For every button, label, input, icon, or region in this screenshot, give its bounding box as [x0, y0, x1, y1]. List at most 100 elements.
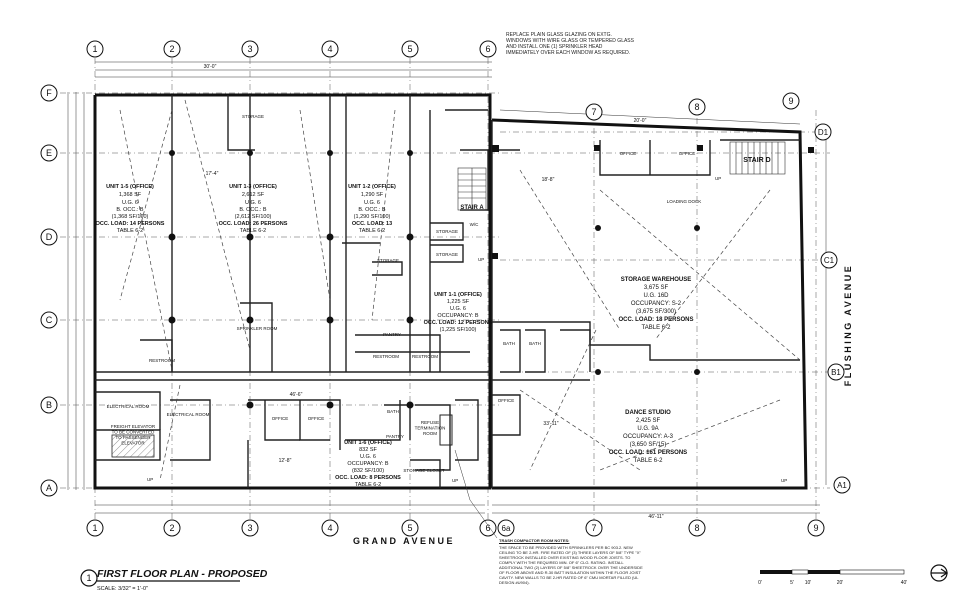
dim-label-1: 17'-4"	[206, 171, 219, 177]
grid-label-col-7-top: 7	[591, 107, 596, 117]
svg-text:U.G. 6: U.G. 6	[360, 454, 376, 460]
scale-tick-5: 5'	[790, 580, 794, 586]
room-stair-a: STAIR A	[460, 205, 484, 211]
svg-text:OCCUPANCY: B: OCCUPANCY: B	[437, 313, 478, 319]
dim-label-5: 46'-6"	[290, 392, 303, 398]
room-sprinkler: SPRINKLER ROOM	[237, 326, 278, 331]
svg-text:OCC. LOAD: 18 PERSONS: OCC. LOAD: 18 PERSONS	[618, 317, 693, 323]
path-of-travel-lines	[119, 99, 801, 481]
dim-label-7: 18'-8"	[542, 177, 555, 183]
svg-text:(832 SF/100): (832 SF/100)	[352, 468, 384, 474]
svg-text:U.G. 16D: U.G. 16D	[643, 293, 669, 299]
plan-number: 1	[86, 573, 91, 583]
svg-text:UNIT 1-2 (OFFICE): UNIT 1-2 (OFFICE)	[348, 184, 396, 190]
svg-text:(1,290 SF/100): (1,290 SF/100)	[354, 214, 391, 220]
dim-label-2: 30'-0"	[204, 64, 217, 70]
room-bath-2: BATH	[503, 341, 515, 346]
exterior-walls	[93, 93, 808, 490]
svg-text:OCCUPANCY: A-3: OCCUPANCY: A-3	[623, 434, 674, 440]
svg-text:1,368 SF: 1,368 SF	[119, 192, 142, 198]
svg-text:OCC. LOAD: 8 PERSONS: OCC. LOAD: 8 PERSONS	[335, 475, 401, 481]
freight-elevator-hatch	[111, 434, 155, 458]
room-pantry-2: PANTRY	[386, 434, 404, 439]
structural-columns	[168, 145, 814, 409]
room-office-1: OFFICE	[272, 416, 289, 421]
svg-text:U.G. 6: U.G. 6	[122, 200, 138, 206]
stair-up-label-3: UP	[781, 478, 787, 483]
north-arrow-icon	[930, 564, 949, 582]
grid-label-col-6: 6	[485, 44, 490, 54]
svg-text:(3,650 SF/15): (3,650 SF/15)	[630, 442, 667, 448]
unit-label-1-3: UNIT 1-3 (OFFICE) 2,612 SF U.G. 6 B. OCC…	[219, 184, 288, 234]
stair-up-label-1: UP	[147, 477, 153, 482]
svg-text:U.G. 6: U.G. 6	[364, 200, 380, 206]
grid-label-col-3-bottom: 3	[247, 523, 252, 533]
room-bath-3: BATH	[529, 341, 541, 346]
room-stair-d: STAIR D	[743, 157, 770, 164]
dimension-lines	[67, 61, 827, 514]
svg-text:832 SF: 832 SF	[359, 447, 377, 453]
grid-label-col-4-bottom: 4	[327, 523, 332, 533]
grid-label-row-C1: C1	[824, 256, 835, 265]
trash-note-leader	[454, 449, 498, 539]
scale-tick-40: 40'	[901, 580, 908, 586]
svg-text:2,425 SF: 2,425 SF	[636, 418, 661, 424]
refuse-chute	[439, 414, 453, 446]
grid-label-col-4: 4	[327, 44, 332, 54]
svg-text:UNIT 1-5 (OFFICE): UNIT 1-5 (OFFICE)	[106, 184, 154, 190]
svg-text:OCC. LOAD: 13: OCC. LOAD: 13	[352, 221, 392, 227]
room-wic: W/C	[470, 222, 479, 227]
grid-label-col-9-bottom: 9	[813, 523, 818, 533]
street-flushing-avenue: FLUSHING AVENUE	[843, 264, 853, 387]
dim-label-3: 12'-8"	[279, 458, 292, 464]
svg-text:B. OCC.: B: B. OCC.: B	[116, 207, 144, 213]
grid-label-row-E: E	[46, 148, 52, 158]
grid-label-col-1: 1	[92, 44, 97, 54]
svg-text:OCC. LOAD: 161 PERSONS: OCC. LOAD: 161 PERSONS	[609, 450, 687, 456]
trash-compactor-notes: TRASH COMPACTOR ROOM NOTES: THE SPACE TO…	[499, 538, 647, 585]
grid-label-col-8-top: 8	[694, 102, 699, 112]
svg-text:OCCUPANCY: B: OCCUPANCY: B	[347, 461, 388, 467]
room-electrical-1: ELECTRICAL ROOM	[107, 404, 150, 409]
grid-label-row-C: C	[46, 315, 53, 325]
street-grand-avenue: GRAND AVENUE	[353, 536, 455, 546]
grid-label-row-A1: A1	[837, 481, 847, 490]
svg-text:TABLE 6-2: TABLE 6-2	[240, 228, 267, 234]
room-loading-dock: LOADING DOCK	[667, 199, 702, 204]
svg-text:UNIT 1-1 (OFFICE): UNIT 1-1 (OFFICE)	[434, 292, 482, 298]
grid-label-col-6-bottom: 6	[485, 523, 490, 533]
grid-label-col-8-bottom: 8	[694, 523, 699, 533]
svg-text:TABLE 6-2: TABLE 6-2	[359, 228, 386, 234]
svg-text:U.G. 6: U.G. 6	[450, 306, 466, 312]
svg-text:OCC. LOAD: 12 PERSONS: OCC. LOAD: 12 PERSONS	[424, 320, 493, 326]
grid-label-col-2: 2	[169, 44, 174, 54]
unit-label-1-6: UNIT 1-6 (OFFICE) 832 SF U.G. 6 OCCUPANC…	[335, 440, 401, 488]
grid-label-row-D: D	[46, 232, 53, 242]
grid-label-row-B: B	[46, 400, 52, 410]
stair-up-label-2: UP	[452, 478, 458, 483]
svg-text:(3,675 SF/300): (3,675 SF/300)	[636, 309, 676, 315]
room-restroom-2: RESTROOM	[373, 354, 399, 359]
plan-scale: SCALE: 3/32" = 1'-0"	[97, 586, 148, 592]
svg-text:UNIT 1-6 (OFFICE): UNIT 1-6 (OFFICE)	[344, 440, 392, 446]
svg-text:OCCUPANCY: S-2: OCCUPANCY: S-2	[631, 301, 682, 307]
svg-text:U.G. 6: U.G. 6	[245, 200, 261, 206]
svg-text:(1,225 SF/100): (1,225 SF/100)	[440, 327, 477, 333]
grid-label-col-1-bottom: 1	[92, 523, 97, 533]
grid-label-col-3: 3	[247, 44, 252, 54]
interior-walls	[95, 95, 800, 488]
dim-label-6: 46'-11"	[648, 514, 663, 520]
plan-number-bubble	[80, 569, 98, 587]
trash-note-title: TRASH COMPACTOR ROOM NOTES:	[499, 538, 570, 543]
svg-text:1,290 SF: 1,290 SF	[361, 192, 384, 198]
svg-text:STORAGE WAREHOUSE: STORAGE WAREHOUSE	[621, 277, 692, 283]
top-glazing-note: REPLACE PLAIN GLASS GLAZING ON EXTG. WIN…	[506, 32, 634, 56]
room-storage-3: STORAGE	[436, 229, 458, 234]
svg-text:(2,612 SF/100): (2,612 SF/100)	[235, 214, 272, 220]
dim-label-8: 20'-0"	[634, 118, 647, 124]
room-office-5: OFFICE	[498, 398, 515, 403]
stair-up-label-5: UP	[715, 176, 721, 181]
unit-label-1-1: UNIT 1-1 (OFFICE) 1,225 SF U.G. 6 OCCUPA…	[424, 292, 493, 333]
